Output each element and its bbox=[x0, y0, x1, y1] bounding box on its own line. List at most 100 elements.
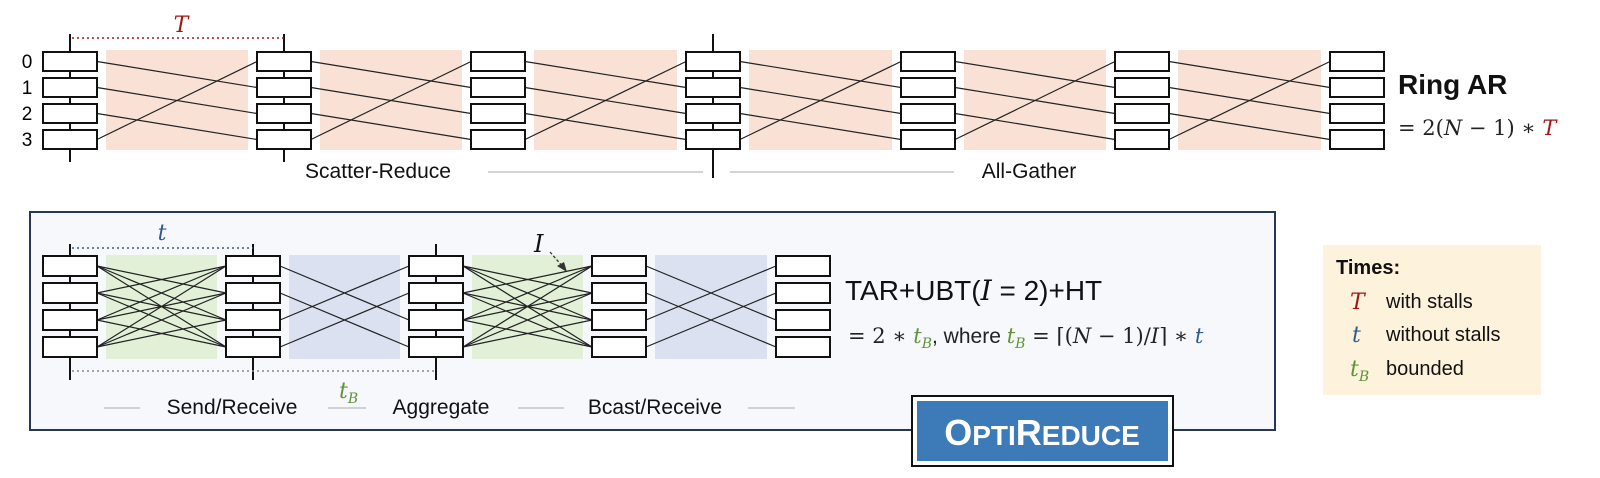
opti-node-box bbox=[225, 255, 281, 277]
ring-node-box bbox=[42, 77, 98, 98]
ring-node-box bbox=[900, 129, 956, 150]
ring-node-box bbox=[685, 77, 741, 98]
opti-band-1 bbox=[289, 255, 400, 359]
bcast-receive-label: Bcast/Receive bbox=[588, 396, 722, 419]
ring-transfer-line bbox=[1168, 60, 1331, 89]
optireduce-logo: OPTIREDUCE bbox=[911, 395, 1174, 467]
ring-node-box bbox=[42, 129, 98, 150]
legend-symbol-t: t bbox=[1352, 323, 1361, 348]
ring-node-box bbox=[42, 103, 98, 124]
opti-node-box bbox=[42, 282, 98, 304]
opti-node-box bbox=[408, 282, 464, 304]
legend-desc-bounded: bounded bbox=[1386, 358, 1464, 380]
ring-node-box bbox=[470, 129, 526, 150]
ring-node-box bbox=[1114, 103, 1170, 124]
opti-transfer-line bbox=[279, 292, 410, 348]
opti-node-box bbox=[408, 309, 464, 331]
ring-node-box bbox=[900, 103, 956, 124]
opti-node-box bbox=[775, 255, 831, 277]
ring-node-box bbox=[685, 51, 741, 72]
ring-node-box bbox=[470, 51, 526, 72]
ring-transfer-line bbox=[739, 60, 902, 89]
opti-transfer-line bbox=[462, 292, 593, 348]
legend-desc-with-stalls: with stalls bbox=[1385, 291, 1473, 313]
logo-background bbox=[917, 401, 1168, 461]
opti-transfer-line bbox=[96, 292, 227, 348]
opti-node-box bbox=[591, 282, 647, 304]
opti-band-3 bbox=[655, 255, 767, 359]
ring-node-box bbox=[685, 129, 741, 150]
opti-transfer-line bbox=[96, 265, 227, 294]
legend-desc-without-stalls: without stalls bbox=[1385, 324, 1501, 346]
opti-node-box bbox=[775, 309, 831, 331]
ring-node-box bbox=[1114, 129, 1170, 150]
ring-transfer-line bbox=[310, 60, 472, 89]
ring-node-box bbox=[256, 129, 312, 150]
ring-node-boxes bbox=[42, 34, 1385, 178]
legend-symbol-T: T bbox=[1350, 290, 1367, 315]
optireduce-formula: = 2 ∗ tB, where tB = ⌈(N − 1)/I⌉ ∗ t bbox=[848, 324, 1204, 352]
opti-transfer-line bbox=[96, 265, 227, 321]
rank-label-2: 2 bbox=[22, 104, 33, 125]
ring-transfer-line bbox=[524, 60, 687, 141]
opti-node-box bbox=[42, 255, 98, 277]
opti-node-box bbox=[591, 336, 647, 358]
scatter-reduce-label: Scatter-Reduce bbox=[305, 160, 451, 183]
T-label: T bbox=[174, 13, 191, 38]
opti-node-box bbox=[775, 336, 831, 358]
opti-transfer-line bbox=[462, 319, 593, 348]
ring-node-box bbox=[1329, 103, 1385, 124]
ring-transfer-line bbox=[1168, 60, 1331, 141]
rank-label-0: 0 bbox=[22, 52, 33, 73]
ring-node-box bbox=[1114, 77, 1170, 98]
legend-symbol-tB: tB bbox=[1350, 357, 1369, 385]
opti-transfer-lines bbox=[96, 265, 777, 348]
times-legend-box bbox=[1323, 245, 1541, 395]
ring-transfer-line bbox=[1168, 112, 1331, 141]
ring-transfer-line bbox=[310, 60, 472, 141]
ring-node-box bbox=[1329, 77, 1385, 98]
ring-node-box bbox=[1329, 51, 1385, 72]
opti-node-box bbox=[591, 309, 647, 331]
ring-transfer-line bbox=[739, 112, 902, 141]
opti-node-box bbox=[225, 309, 281, 331]
ring-transfer-line bbox=[524, 60, 687, 89]
ring-transfer-line bbox=[96, 60, 258, 141]
I-arrow-head bbox=[557, 262, 567, 272]
tB-label: tB bbox=[339, 379, 358, 407]
ring-transfer-line bbox=[954, 60, 1116, 89]
ring-allreduce: 0 1 2 3 T Ring AR = 2(N − 1) ∗ T Scatter… bbox=[22, 13, 1559, 183]
logo-text: OPTIREDUCE bbox=[944, 412, 1140, 453]
ring-node-box bbox=[256, 103, 312, 124]
ring-node-box bbox=[42, 51, 98, 72]
opti-node-box bbox=[591, 255, 647, 277]
opti-transfer-line bbox=[96, 319, 227, 348]
opti-node-box bbox=[775, 282, 831, 304]
opti-transfer-line bbox=[462, 265, 593, 294]
ring-transfer-line bbox=[739, 60, 902, 141]
opti-transfer-line bbox=[645, 265, 777, 321]
ring-transfer-line bbox=[96, 60, 258, 89]
ring-node-box bbox=[1114, 51, 1170, 72]
ring-node-box bbox=[685, 103, 741, 124]
optireduce-title: TAR+UBT(I = 2)+HT bbox=[845, 274, 1102, 307]
ring-node-box bbox=[1329, 129, 1385, 150]
opti-transfer-line bbox=[462, 265, 593, 348]
optireduce-panel: t I TAR+UBT(I = 2)+HT = 2 ∗ tB, where tB… bbox=[29, 211, 1276, 431]
rank-label-1: 1 bbox=[22, 78, 33, 99]
I-label: I bbox=[533, 230, 544, 258]
aggregate-label: Aggregate bbox=[393, 396, 490, 419]
all-gather-label: All-Gather bbox=[982, 160, 1077, 183]
ring-transfer-line bbox=[954, 60, 1116, 141]
send-receive-label: Send/Receive bbox=[167, 396, 298, 419]
ring-ar-title: Ring AR bbox=[1398, 69, 1507, 100]
times-title: Times: bbox=[1336, 257, 1400, 279]
ring-ar-formula: = 2(N − 1) ∗ T bbox=[1398, 116, 1558, 140]
opti-transfer-line bbox=[462, 265, 593, 321]
opti-node-box bbox=[225, 336, 281, 358]
ring-node-box bbox=[900, 51, 956, 72]
ring-node-box bbox=[470, 77, 526, 98]
opti-node-box bbox=[42, 309, 98, 331]
ring-transfer-line bbox=[96, 112, 258, 141]
